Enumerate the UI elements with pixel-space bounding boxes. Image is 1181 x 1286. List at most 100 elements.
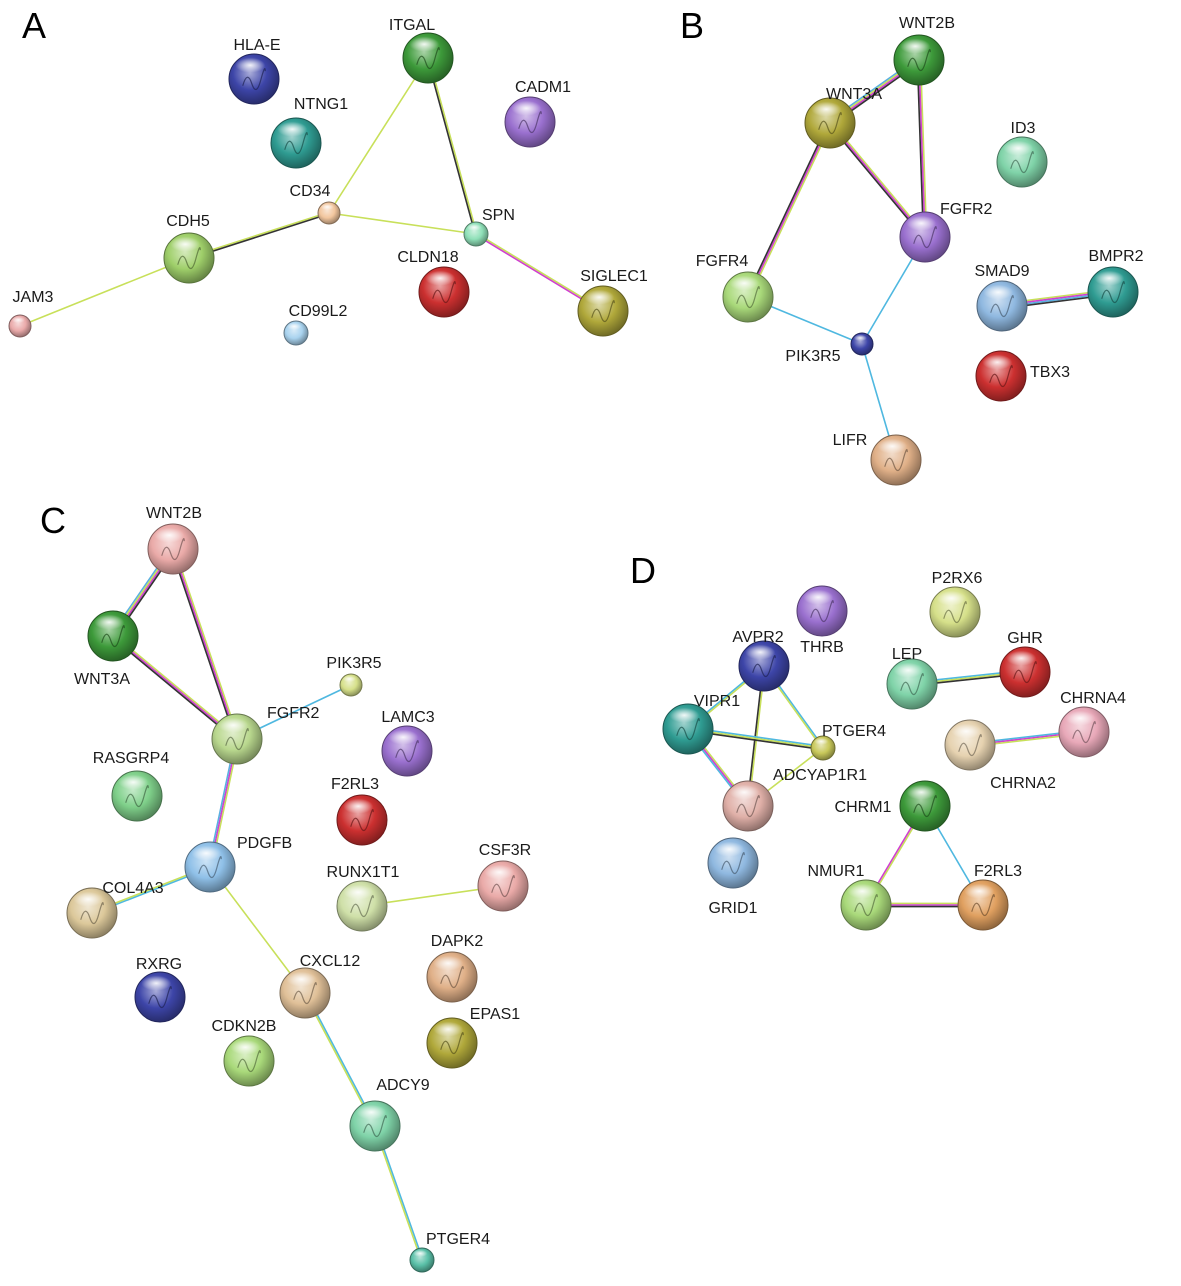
protein-structure-icon [721, 852, 745, 875]
node-gloss [1006, 650, 1037, 666]
node-gloss [388, 729, 419, 745]
edge-channel [111, 636, 237, 742]
node-gloss [584, 289, 615, 305]
node-d-adcyap1r1[interactable] [722, 780, 774, 832]
node-a-cd34[interactable] [317, 201, 341, 225]
node-gloss [467, 223, 482, 231]
node-c-cxcl12[interactable] [279, 967, 331, 1019]
node-c-dapk2[interactable] [426, 951, 478, 1003]
node-c-wnt3a[interactable] [87, 610, 139, 662]
node-a-hla-e[interactable] [228, 53, 280, 105]
node-a-jam3[interactable] [8, 314, 32, 338]
node-c-runx1t1[interactable] [336, 880, 388, 932]
protein-structure-icon [350, 895, 374, 918]
node-label-c-csf3r: CSF3R [479, 842, 531, 859]
node-c-rxrg[interactable] [134, 971, 186, 1023]
node-c-lamc3[interactable] [381, 725, 433, 777]
edge-channel [918, 59, 926, 238]
node-c-pdgfb[interactable] [184, 841, 236, 893]
node-a-cadm1[interactable] [504, 96, 556, 148]
edge-channel [426, 57, 477, 236]
node-label-d-chrna4: CHRNA4 [1060, 690, 1126, 707]
node-b-fgfr2[interactable] [899, 211, 951, 263]
node-a-siglec1[interactable] [577, 285, 629, 337]
node-b-lifr[interactable] [870, 434, 922, 486]
node-c-col4a3[interactable] [66, 887, 118, 939]
node-b-wnt2b[interactable] [893, 34, 945, 86]
node-b-id3[interactable] [996, 136, 1048, 188]
edge-channel [427, 56, 478, 235]
node-c-wnt2b[interactable] [147, 523, 199, 575]
node-d-chrm1[interactable] [899, 780, 951, 832]
protein-structure-icon [395, 740, 419, 763]
node-gloss [356, 1104, 387, 1120]
node-d-nmur1[interactable] [840, 879, 892, 931]
edge-channel [173, 547, 240, 740]
edge-channel [328, 212, 477, 235]
node-d-thrb[interactable] [796, 585, 848, 637]
node-c-epas1[interactable] [426, 1017, 478, 1069]
node-b-tbx3[interactable] [975, 350, 1027, 402]
node-d-lep[interactable] [886, 658, 938, 710]
node-c-cdkn2b[interactable] [223, 1035, 275, 1087]
protein-structure-icon [491, 875, 515, 898]
node-c-fgfr2[interactable] [211, 713, 263, 765]
node-label-b-pik3r5: PIK3R5 [785, 348, 840, 365]
node-gloss [320, 203, 334, 211]
protein-structure-icon [101, 625, 125, 648]
node-d-grid1[interactable] [707, 837, 759, 889]
protein-structure-icon [591, 300, 615, 323]
edge-b-wnt2b-fgfr2 [916, 59, 928, 238]
node-label-c-rasgrp4: RASGRP4 [93, 750, 170, 767]
node-b-smad9[interactable] [976, 280, 1028, 332]
node-d-ghr[interactable] [999, 646, 1051, 698]
node-c-ptger4[interactable] [409, 1247, 435, 1273]
node-label-c-lamc3: LAMC3 [381, 709, 434, 726]
node-b-wnt3a[interactable] [804, 97, 856, 149]
node-c-rasgrp4[interactable] [111, 770, 163, 822]
node-d-ptger4[interactable] [810, 735, 836, 761]
node-label-c-rxrg: RXRG [136, 956, 182, 973]
node-a-ntng1[interactable] [270, 117, 322, 169]
edge-channel [747, 122, 831, 298]
edge-channel [170, 548, 237, 741]
node-gloss [814, 737, 829, 746]
node-b-fgfr4[interactable] [722, 271, 774, 323]
node-d-f2rl3[interactable] [957, 879, 1009, 931]
node-c-pik3r5[interactable] [339, 673, 363, 697]
node-d-vipr1[interactable] [662, 703, 714, 755]
node-gloss [936, 590, 967, 606]
node-b-bmpr2[interactable] [1087, 266, 1139, 318]
node-c-csf3r[interactable] [477, 860, 529, 912]
edge-a-jam3-cdh5 [19, 257, 190, 327]
node-d-p2rx6[interactable] [929, 586, 981, 638]
node-gloss [803, 589, 834, 605]
node-a-itgal[interactable] [402, 32, 454, 84]
protein-structure-icon [363, 1115, 387, 1138]
node-label-c-dapk2: DAPK2 [431, 933, 484, 950]
panel-letter-d: D [630, 550, 656, 591]
node-gloss [118, 774, 149, 790]
node-d-chrna2[interactable] [944, 719, 996, 771]
node-gloss [218, 717, 249, 733]
node-label-a-cdh5: CDH5 [166, 213, 210, 230]
node-a-cldn18[interactable] [418, 266, 470, 318]
node-a-spn[interactable] [463, 221, 489, 247]
protein-structure-icon [125, 785, 149, 808]
node-d-chrna4[interactable] [1058, 706, 1110, 758]
node-c-adcy9[interactable] [349, 1100, 401, 1152]
node-label-c-ptger4: PTGER4 [426, 1231, 490, 1248]
node-label-d-nmur1: NMUR1 [808, 863, 865, 880]
node-label-d-adcyap1r1: ADCYAP1R1 [773, 767, 867, 784]
protein-structure-icon [810, 600, 834, 623]
node-gloss [141, 975, 172, 991]
node-a-cd99l2[interactable] [283, 320, 309, 346]
node-label-d-avpr2: AVPR2 [732, 629, 783, 646]
protein-structure-icon [1101, 281, 1125, 304]
node-d-avpr2[interactable] [738, 640, 790, 692]
node-a-cdh5[interactable] [163, 232, 215, 284]
node-c-f2rl3[interactable] [336, 794, 388, 846]
node-b-pik3r5[interactable] [850, 332, 874, 356]
